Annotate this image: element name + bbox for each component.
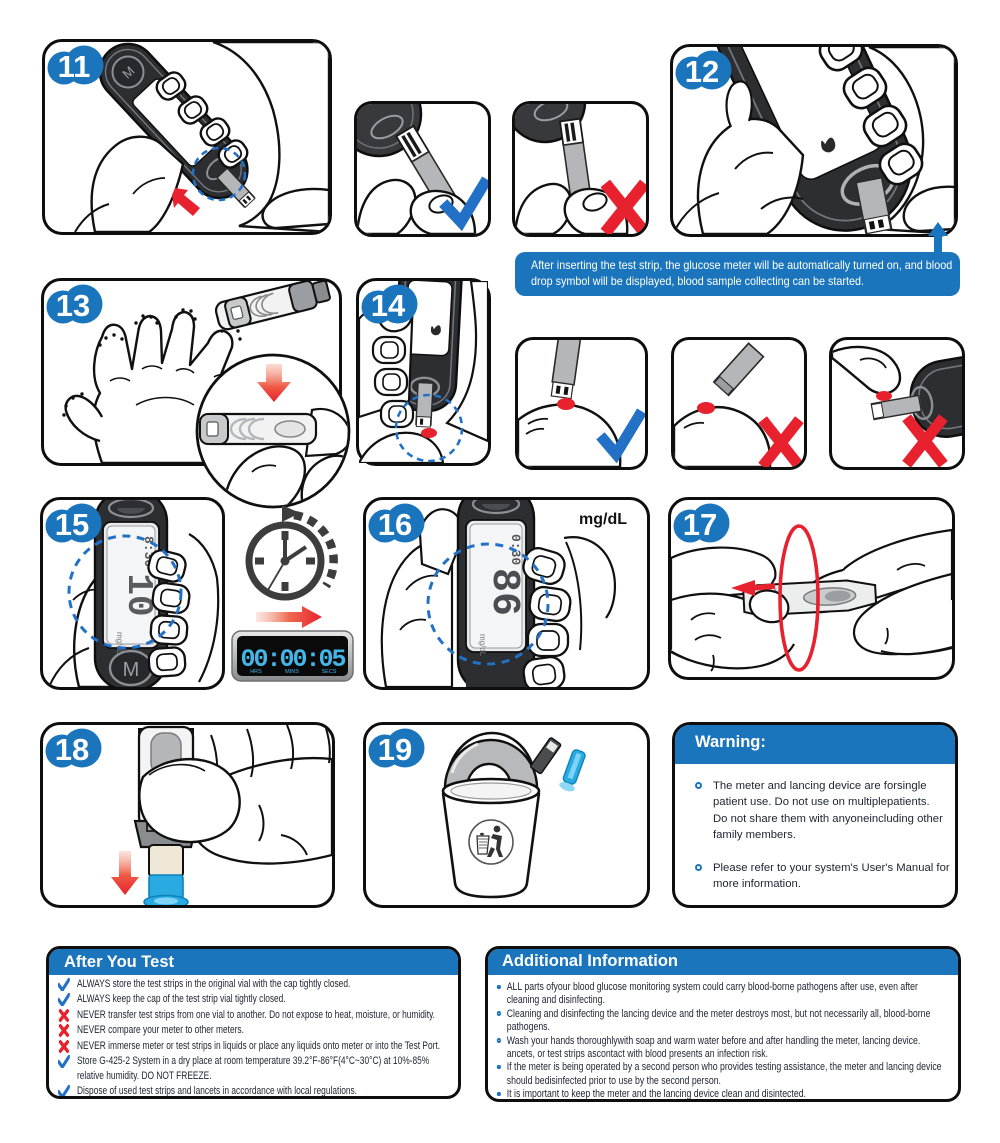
svg-text:11: 11 bbox=[58, 49, 91, 84]
svg-text:00:00:05: 00:00:05 bbox=[240, 645, 345, 674]
svg-text:M: M bbox=[123, 659, 140, 681]
svg-text:14: 14 bbox=[371, 288, 406, 323]
svg-text:SECS: SECS bbox=[322, 669, 337, 675]
svg-text:16: 16 bbox=[378, 507, 412, 542]
svg-text:mg/dL: mg/dL bbox=[579, 511, 627, 528]
svg-text:13: 13 bbox=[56, 288, 90, 323]
svg-text:12: 12 bbox=[685, 54, 719, 89]
svg-text:mg/dL: mg/dL bbox=[115, 632, 124, 655]
svg-text:MINS: MINS bbox=[285, 669, 299, 675]
svg-text:18: 18 bbox=[55, 732, 89, 767]
svg-text:17: 17 bbox=[683, 507, 717, 542]
svg-text:19: 19 bbox=[378, 732, 412, 767]
svg-text:86: 86 bbox=[481, 568, 526, 616]
svg-text:HRS: HRS bbox=[250, 669, 262, 675]
svg-text:15: 15 bbox=[55, 507, 89, 542]
svg-text:mg/dL: mg/dL bbox=[478, 634, 487, 657]
